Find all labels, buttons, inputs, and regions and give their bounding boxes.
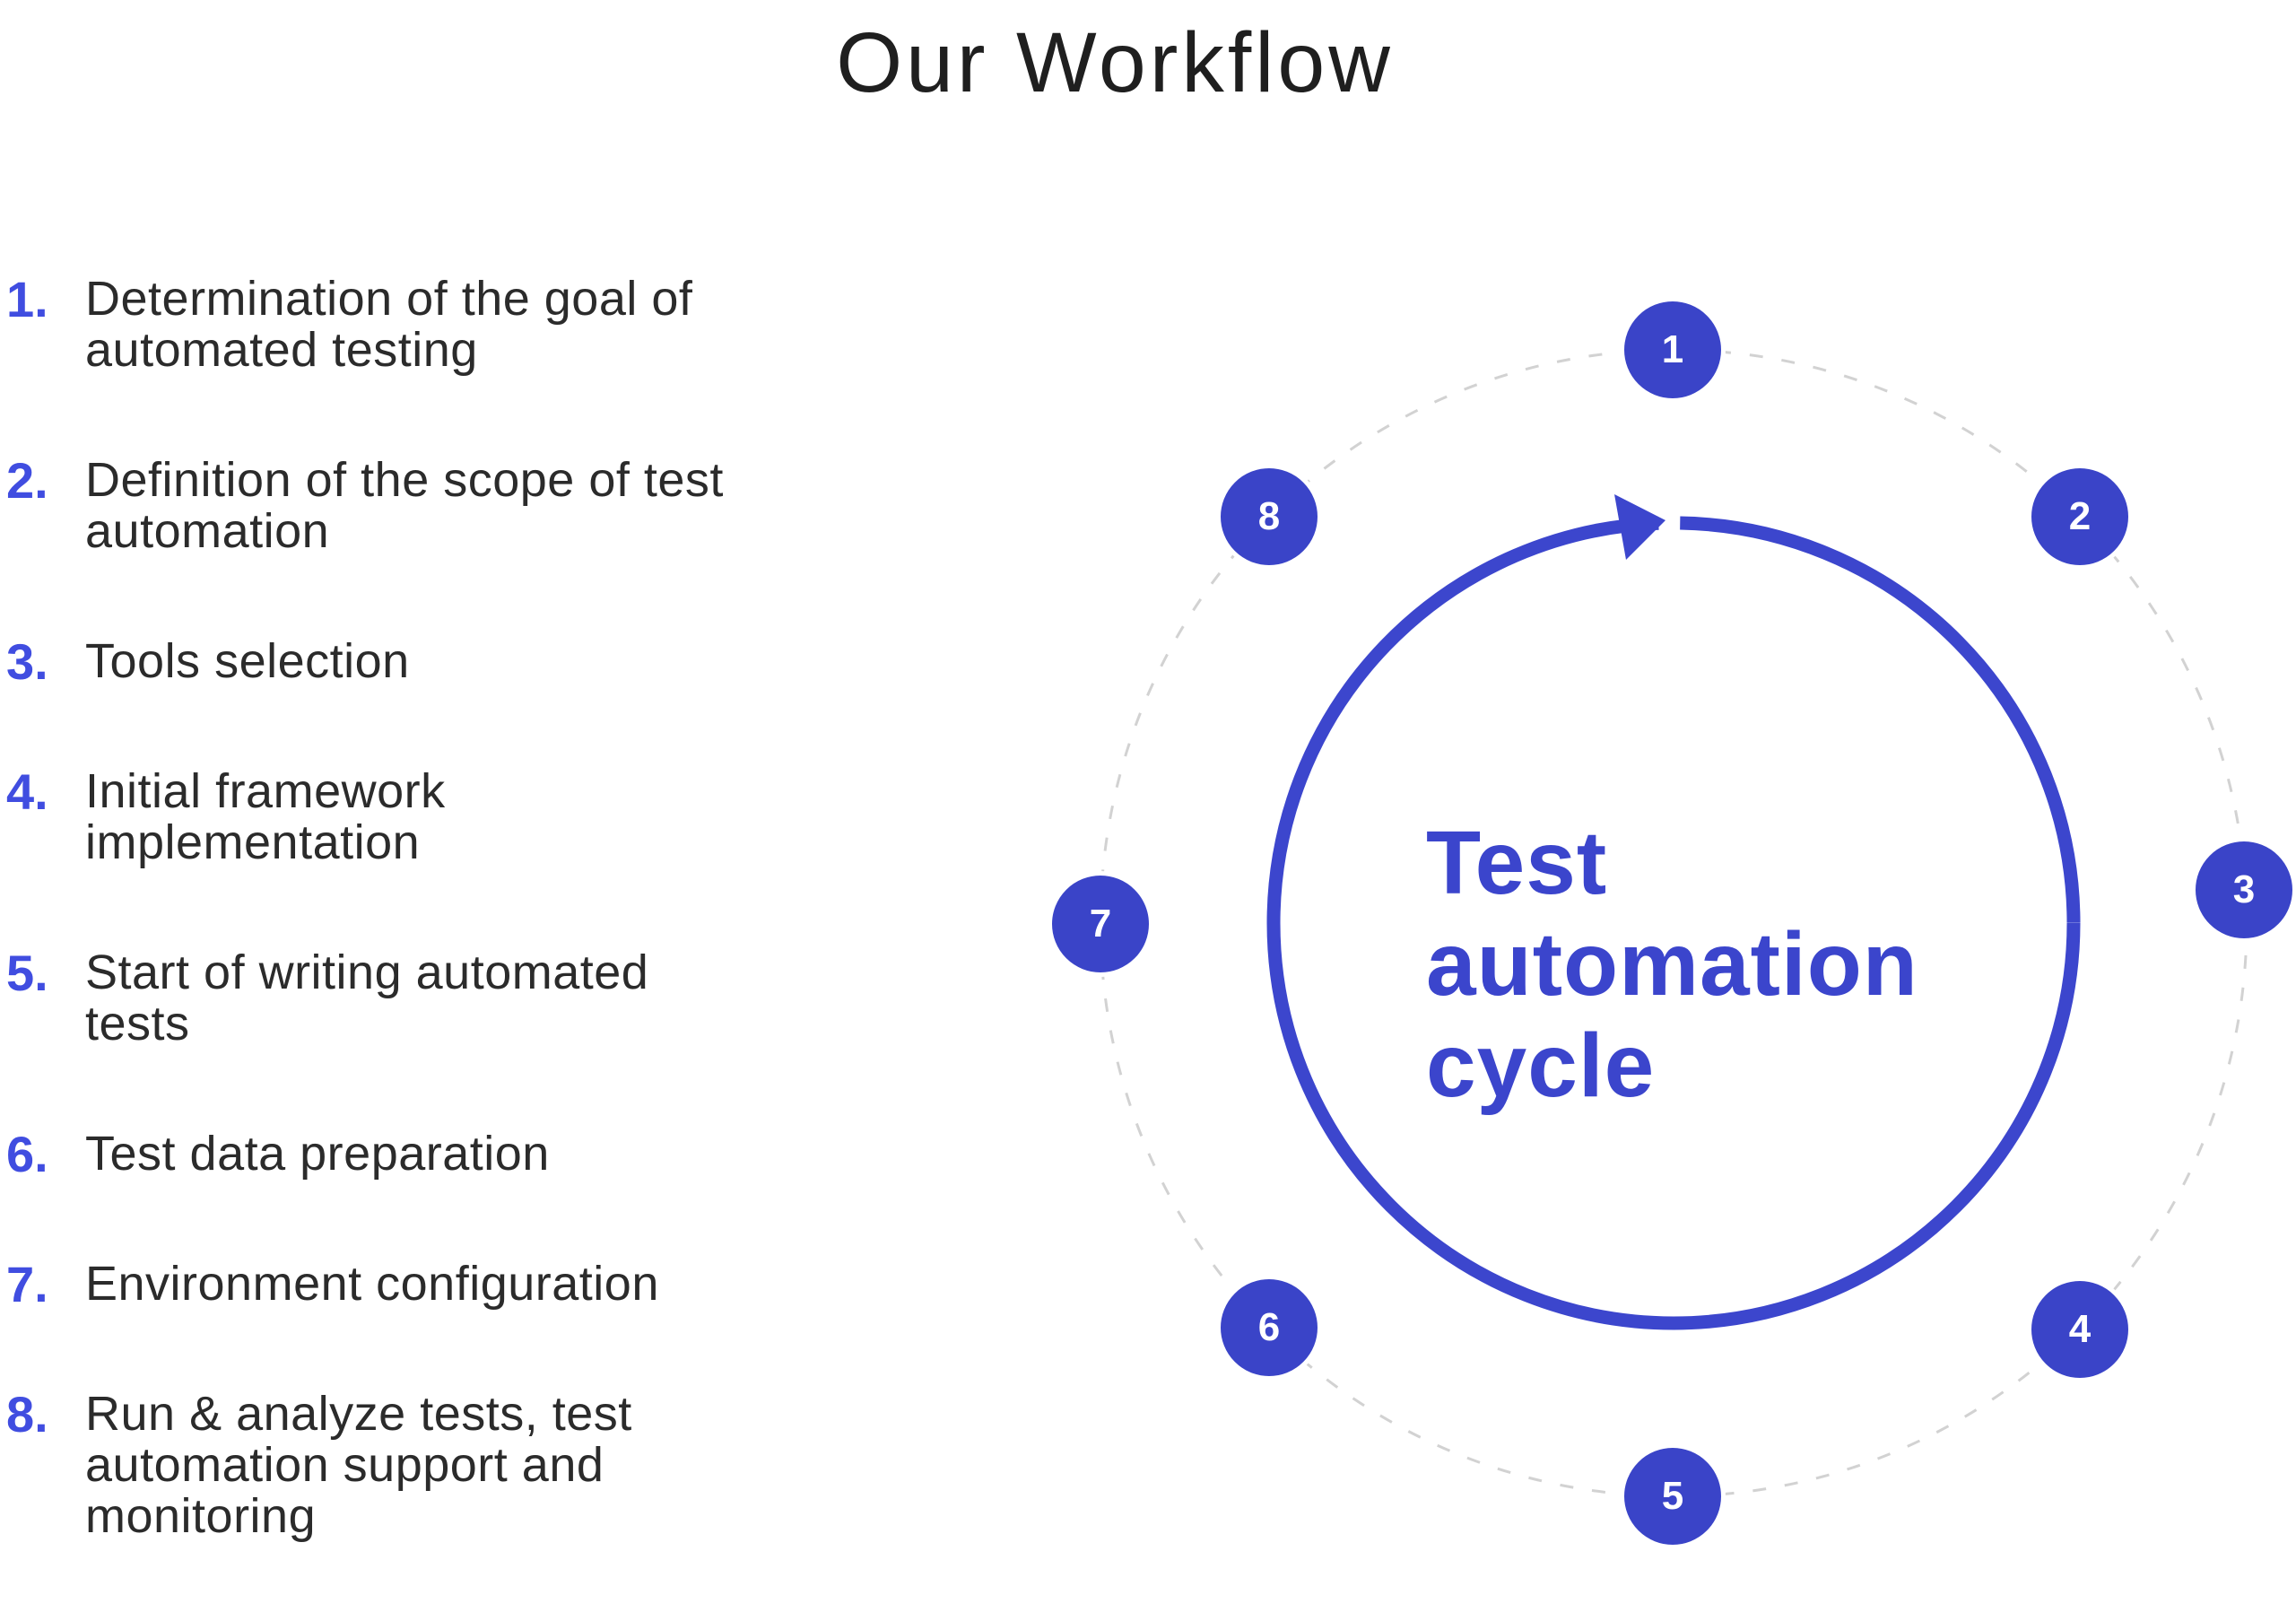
step-number: 5. — [6, 945, 48, 1001]
cycle-node-8: 8 — [1216, 464, 1322, 570]
cycle-center-label: Test automation cycle — [1426, 813, 1918, 1116]
cycle-node-7: 7 — [1048, 871, 1153, 977]
cycle-node-label: 2 — [2068, 494, 2092, 538]
cycle-node-6: 6 — [1216, 1275, 1322, 1381]
step-number: 4. — [6, 763, 48, 820]
step-item-6: 6. Test data preparation — [6, 1126, 831, 1182]
cycle-node-label: 5 — [1661, 1474, 1684, 1518]
cycle-node-label: 8 — [1257, 494, 1281, 538]
cycle-node-2: 2 — [2027, 464, 2133, 570]
cycle-node-4: 4 — [2027, 1277, 2133, 1382]
step-item-1: 1. Determination of the goal of automate… — [6, 274, 831, 376]
step-text: Initial framework implementation — [85, 764, 446, 869]
step-text: Test data preparation — [85, 1127, 550, 1181]
step-item-8: 8. Run & analyze tests, test automation … — [6, 1389, 831, 1542]
cycle-node-label: 1 — [1661, 327, 1684, 371]
step-number: 1. — [6, 271, 48, 327]
step-number: 3. — [6, 633, 48, 690]
step-number: 6. — [6, 1126, 48, 1182]
workflow-steps-list: 1. Determination of the goal of automate… — [6, 274, 831, 1621]
cycle-node-label: 3 — [2232, 867, 2256, 911]
step-text: Definition of the scope of test automati… — [85, 453, 724, 558]
step-item-5: 5. Start of writing automated tests — [6, 947, 831, 1050]
step-text: Environment configuration — [85, 1257, 659, 1311]
arrowhead-icon — [1614, 494, 1665, 560]
step-text: Tools selection — [85, 634, 410, 688]
cycle-node-5: 5 — [1620, 1443, 1726, 1549]
step-text: Determination of the goal of automated t… — [85, 272, 693, 377]
cycle-node-label: 7 — [1089, 902, 1112, 946]
cycle-node-label: 4 — [2068, 1307, 2092, 1351]
step-item-4: 4. Initial framework implementation — [6, 766, 831, 868]
step-item-7: 7. Environment configuration — [6, 1256, 831, 1312]
cycle-node-label: 6 — [1257, 1305, 1281, 1349]
step-number: 7. — [6, 1256, 48, 1312]
step-number: 8. — [6, 1386, 48, 1442]
step-item-2: 2. Definition of the scope of test autom… — [6, 455, 831, 557]
cycle-node-1: 1 — [1620, 297, 1726, 403]
step-item-3: 3. Tools selection — [6, 633, 831, 690]
cycle-node-3: 3 — [2191, 837, 2296, 943]
step-text: Run & analyze tests, test automation sup… — [85, 1387, 632, 1543]
step-text: Start of writing automated tests — [85, 946, 649, 1050]
step-number: 2. — [6, 452, 48, 509]
page-title: Our Workflow — [836, 15, 1394, 110]
